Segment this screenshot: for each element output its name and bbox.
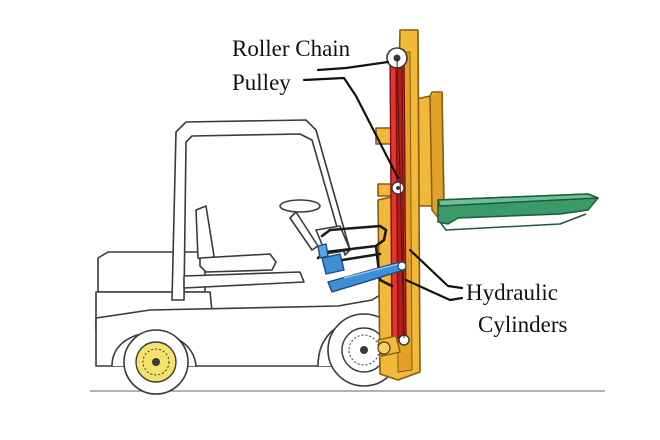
leader-cylinders xyxy=(404,278,464,302)
forks xyxy=(437,193,599,231)
leader-hydraulic xyxy=(408,248,464,290)
label-hydraulic: Hydraulic xyxy=(466,280,558,305)
mast-pivot xyxy=(377,335,401,357)
tilt-cylinder xyxy=(317,243,407,293)
leader-roller-chain xyxy=(316,60,390,72)
roller-chain xyxy=(396,57,405,339)
rear-wheel xyxy=(123,329,189,395)
chain-mid-pulley xyxy=(391,181,405,195)
label-cylinders: Cylinders xyxy=(478,312,567,337)
leader-lines xyxy=(302,60,464,302)
label-roller-chain: Roller Chain xyxy=(232,36,351,61)
leader-pulley xyxy=(302,76,400,180)
label-pulley: Pulley xyxy=(232,70,291,95)
